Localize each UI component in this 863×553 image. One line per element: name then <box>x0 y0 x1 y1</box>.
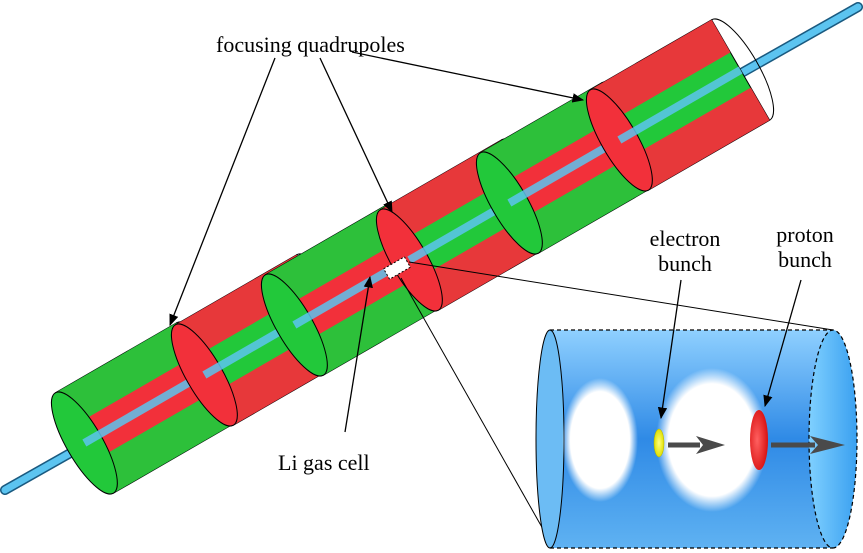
annotation-arrows <box>169 51 802 433</box>
wake-bubble-left <box>562 378 638 502</box>
focusing-quadrupoles <box>50 18 775 495</box>
label-proton-line2: bunch <box>778 247 832 272</box>
plasma-inset <box>535 329 858 549</box>
proton-bunch-icon <box>750 410 768 470</box>
quadrupole-segment <box>585 18 775 192</box>
label-electron-line2: bunch <box>658 251 712 276</box>
bunch-direction-arrow-1 <box>668 436 725 454</box>
label-li-gas-cell: Li gas cell <box>278 450 370 475</box>
label-electron-line1: electron <box>650 226 721 251</box>
label-focusing-quadrupoles: focusing quadrupoles <box>216 32 405 57</box>
li-gas-cell-marker <box>382 256 412 280</box>
quadrupole-segment <box>260 203 450 377</box>
bunch-direction-arrow-2 <box>771 436 845 454</box>
label-proton-line1: proton <box>776 222 833 247</box>
electron-bunch-icon <box>653 428 665 458</box>
zoom-lines <box>400 261 834 546</box>
wake-bubble-right <box>656 368 768 512</box>
